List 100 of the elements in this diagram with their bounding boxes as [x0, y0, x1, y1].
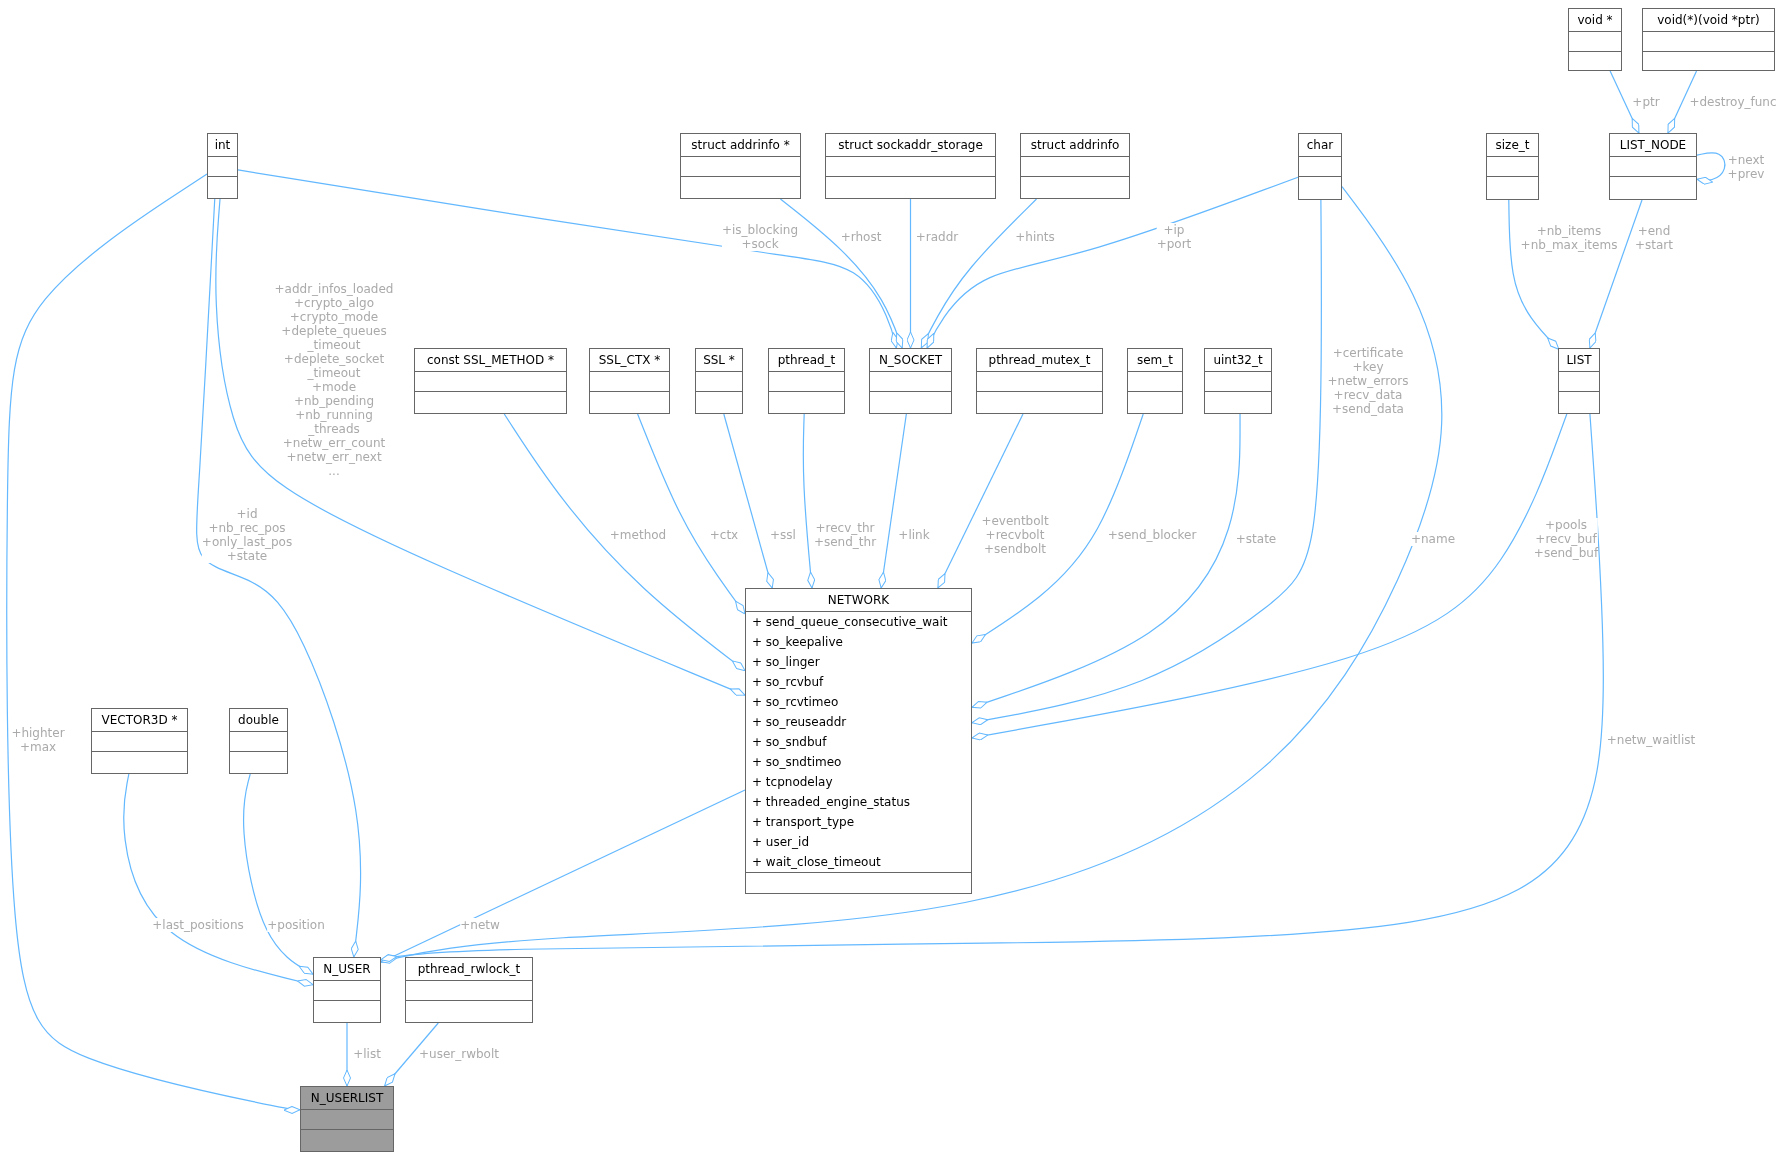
edge-label: +destroy_func: [1689, 95, 1777, 109]
class-name: struct sockaddr_storage: [826, 134, 995, 157]
edge-label: +next +prev: [1727, 153, 1765, 181]
aggregation-connector: [802, 413, 816, 589]
aggregation-connector: [637, 413, 746, 615]
class-name: pthread_mutex_t: [977, 349, 1102, 372]
edge-label: +is_blocking +sock: [722, 223, 798, 251]
aggregation-connector: [971, 413, 1241, 709]
aggregation-connector: [380, 413, 1604, 963]
class-box: [300, 1086, 394, 1152]
aggregation-connector: [215, 198, 746, 696]
aggregation-connector: [937, 413, 1024, 589]
class-box: [1486, 133, 1539, 200]
class-box: [825, 133, 996, 199]
aggregation-connector: [123, 773, 314, 987]
class-box: [680, 133, 801, 199]
edge-label: +nb_items +nb_max_items: [1520, 224, 1618, 252]
edge-label: +pools +recv_buf +send_buf: [1533, 518, 1599, 560]
edge-label: +netw_waitlist: [1606, 733, 1696, 747]
class-name: double: [230, 709, 287, 732]
edge-label: +highter +max: [11, 726, 65, 754]
member-field: + threaded_engine_status: [746, 792, 971, 812]
member-field: + user_id: [746, 832, 971, 852]
class-name: SSL *: [696, 349, 742, 372]
aggregation-connector: [1508, 199, 1560, 350]
edge-label: +ctx: [709, 528, 739, 542]
aggregation-connector: [971, 199, 1322, 726]
class-box: [229, 708, 288, 774]
edge-label: +id +nb_rec_pos +only_last_pos +state: [201, 507, 293, 563]
class-name: struct addrinfo: [1021, 134, 1129, 157]
class-name: const SSL_METHOD *: [415, 349, 566, 372]
aggregation-connector: [723, 413, 774, 589]
class-box: [1204, 348, 1272, 414]
edge-label: +raddr: [915, 230, 959, 244]
aggregation-connector: [971, 413, 1144, 644]
edge-label: +hints: [1015, 230, 1055, 244]
edge-label: +name: [1410, 532, 1456, 546]
class-box: [1609, 133, 1697, 200]
aggregation-connector: [926, 176, 1299, 349]
class-box: [1558, 348, 1600, 414]
class-name: struct addrinfo *: [681, 134, 800, 157]
edge-label: +recv_thr +send_thr: [813, 521, 877, 549]
class-box: [695, 348, 743, 414]
class-box: [414, 348, 567, 414]
aggregation-connector: [971, 413, 1568, 741]
class-name: LIST_NODE: [1610, 134, 1696, 157]
class-name: N_USER: [314, 958, 380, 981]
aggregation-connector: [1696, 152, 1726, 185]
member-field: + so_keepalive: [746, 632, 971, 652]
edge-label: +addr_infos_loaded +crypto_algo +crypto_mode +deplete_queues _timeout +deplete_socket _timeout +mode +nb_pending +nb_running _threads +netw_err_count +netw_err_next ...: [274, 282, 394, 478]
member-field: + tcpnodelay: [746, 772, 971, 792]
member-field: + so_rcvtimeo: [746, 692, 971, 712]
aggregation-connector: [6, 173, 301, 1114]
aggregation-connector: [196, 198, 362, 958]
class-name: char: [1299, 134, 1341, 157]
member-field: + transport_type: [746, 812, 971, 832]
edge-label: +last_positions: [152, 918, 244, 932]
class-name: sem_t: [1128, 349, 1182, 372]
aggregation-connector: [380, 789, 746, 963]
class-box: [976, 348, 1103, 414]
edge-label: +send_blocker: [1107, 528, 1197, 542]
aggregation-connector: [503, 413, 746, 672]
class-box: [768, 348, 845, 414]
edge-label: +list: [353, 1047, 381, 1061]
class-name: pthread_t: [769, 349, 844, 372]
class-name: void *: [1569, 9, 1621, 32]
edge-label: +method: [609, 528, 667, 542]
class-name: VECTOR3D *: [92, 709, 187, 732]
aggregation-connector: [384, 1022, 439, 1087]
aggregation-connector: [237, 169, 899, 349]
class-name: uint32_t: [1205, 349, 1271, 372]
member-field: + so_sndbuf: [746, 732, 971, 752]
class-box: [1127, 348, 1183, 414]
class-box: [313, 957, 381, 1023]
edge-label: +ssl: [770, 528, 796, 542]
class-name: void(*)(void *ptr): [1643, 9, 1774, 32]
aggregation-connector: [242, 773, 314, 975]
member-field: + wait_close_timeout: [746, 852, 971, 872]
aggregation-connector: [1667, 70, 1698, 134]
class-name: int: [208, 134, 237, 157]
class-box: [869, 348, 952, 414]
aggregation-connector: [1609, 70, 1640, 134]
class-name: NETWORK: [746, 589, 971, 612]
edge-label: +eventbolt +recvbolt +sendbolt: [981, 514, 1049, 556]
class-name: pthread_rwlock_t: [406, 958, 532, 981]
member-field: + so_linger: [746, 652, 971, 672]
member-field: + so_sndtimeo: [746, 752, 971, 772]
edge-label: +ptr: [1632, 95, 1660, 109]
class-name: N_USERLIST: [301, 1087, 393, 1110]
class-name: size_t: [1487, 134, 1538, 157]
aggregation-connector: [380, 186, 1443, 964]
aggregation-connector: [920, 198, 1038, 349]
class-box: [1642, 8, 1775, 71]
edge-label: +rhost: [840, 230, 882, 244]
member-field: + so_reuseaddr: [746, 712, 971, 732]
class-name: LIST: [1559, 349, 1599, 372]
edge-label: +position: [267, 918, 325, 932]
class-name: SSL_CTX *: [590, 349, 669, 372]
class-box: [745, 588, 972, 894]
aggregation-connector: [1588, 199, 1643, 349]
